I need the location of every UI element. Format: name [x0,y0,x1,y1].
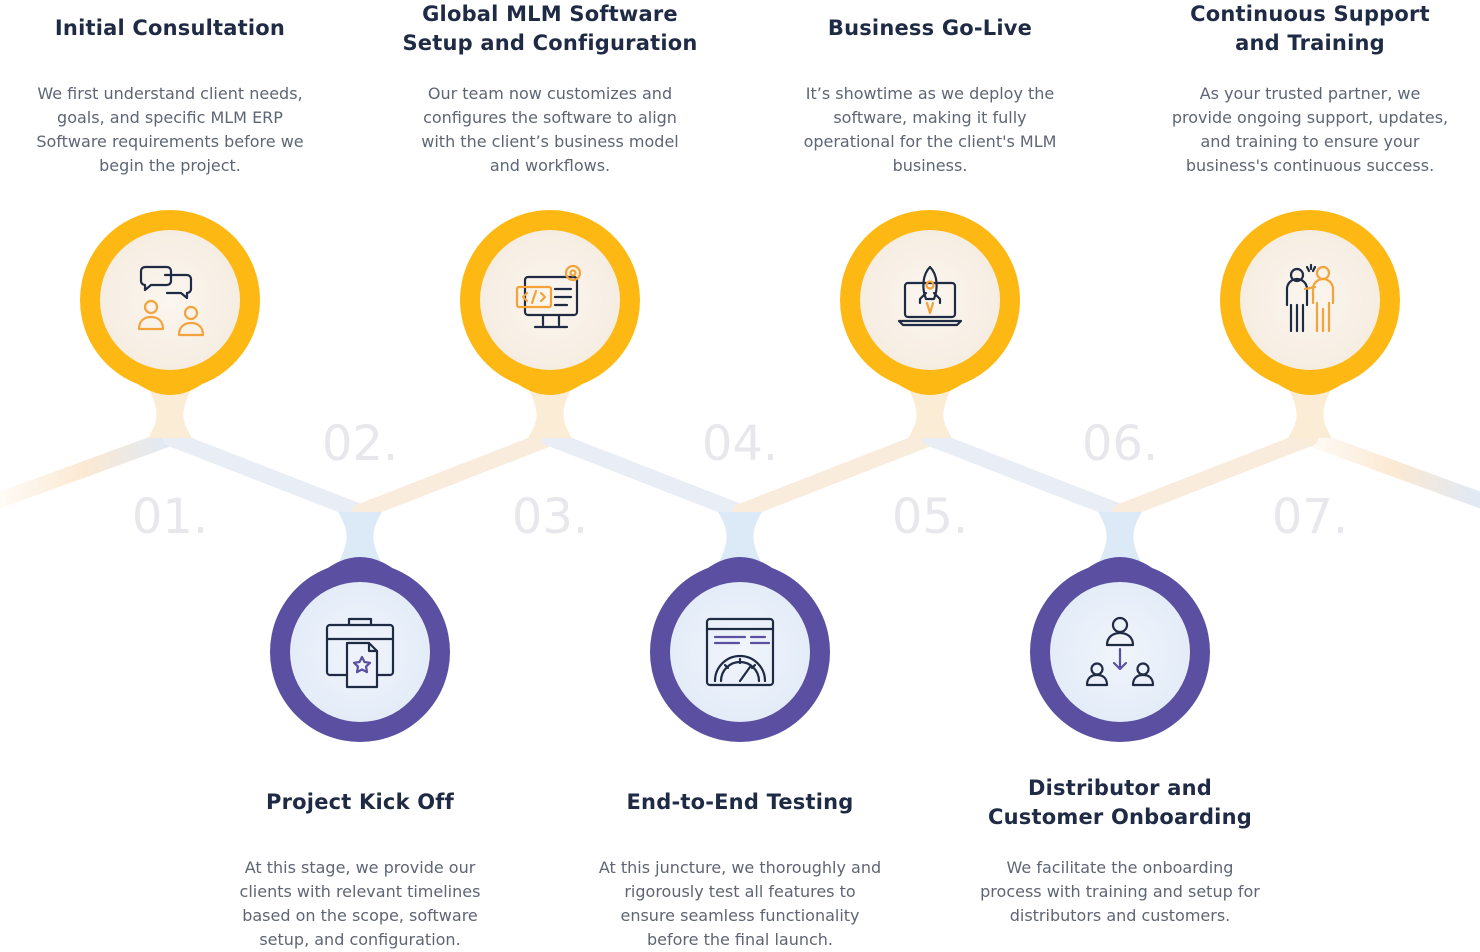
step-description-line: business. [892,156,968,175]
step-description-line: setup, and configuration. [259,930,461,949]
timeline-connector-segment [0,430,178,508]
step-description: At this stage, we provide our clients wit… [210,856,510,952]
step-number: 05. [892,489,968,545]
step-description-line: As your trusted partner, we [1199,84,1421,103]
step-number: 04. [702,416,778,472]
step-description-line: and training to ensure your [1200,132,1420,151]
speedometer-window-icon [705,617,775,687]
step-node-7 [1220,210,1400,395]
node-stem [1094,512,1146,572]
node-inner [100,230,240,370]
step-title-line: Customer Onboarding [988,805,1252,829]
node-inner [1240,230,1380,370]
step-node-2 [270,557,450,742]
node-stem [904,380,956,438]
step-title-line: Continuous Support [1190,2,1430,26]
step-description-line: goals, and specific MLM ERP [57,108,283,127]
step-description-line: with the client’s business model [421,132,679,151]
step-title-line: Business Go-Live [827,16,1033,40]
node-inner [670,582,810,722]
step-title-line: Distributor and [1028,776,1212,800]
step-text-2: Project Kick Off At this stage, we provid… [210,788,510,952]
step-node-4 [650,557,830,742]
step-description-line: before the final launch. [646,930,834,949]
consultation-chat-icon [137,265,205,337]
step-description-line: and workflows. [489,156,611,175]
step-node-3 [460,210,640,395]
step-description-line: business's continuous success. [1185,156,1435,175]
step-title-line: Project Kick Off [266,790,454,814]
support-people-icon [1285,263,1335,333]
step-text-4: End-to-End Testing At this juncture, we t… [590,788,890,952]
node-stem [144,380,196,438]
step-description-line: At this stage, we provide our [244,858,476,877]
step-node-5 [840,210,1020,395]
step-text-7: Continuous Support and Training As your tr… [1160,0,1460,178]
node-stem [1284,380,1336,438]
step-description-line: based on the scope, software [242,906,478,925]
step-title: Project Kick Off [210,788,510,817]
briefcase-document-icon [325,617,395,689]
step-number: 07. [1272,489,1348,545]
step-description-line: distributors and customers. [1009,906,1231,925]
step-description-line: Software requirements before we [36,132,304,151]
step-description-line: At this juncture, we thoroughly and [598,858,882,877]
node-stem [334,512,386,572]
timeline-connector-segment [1112,430,1318,520]
step-description: We facilitate the onboarding process with… [970,856,1270,928]
step-description-line: configures the software to align [423,108,677,127]
laptop-rocket-icon [897,265,963,327]
step-description-line: Our team now customizes and [427,84,673,103]
step-description: At this juncture, we thoroughly and rigor… [590,856,890,952]
step-description-line: clients with relevant timelines [239,882,481,901]
step-description: As your trusted partner, we provide ongoi… [1160,82,1460,178]
step-title: End-to-End Testing [590,788,890,817]
monitor-code-gear-icon [515,264,582,329]
step-description-line: It’s showtime as we deploy the [805,84,1055,103]
step-number: 02. [322,416,398,472]
timeline-connector-segment [352,430,558,520]
step-title-line: and Training [1235,31,1385,55]
step-title: Initial Consultation [20,14,320,43]
step-title-line: Global MLM Software [422,2,678,26]
node-stem [524,380,576,438]
user-distribution-icon [1085,616,1155,687]
step-title: Business Go-Live [780,14,1080,43]
step-number: 01. [132,489,208,545]
step-description-line: operational for the client's MLM [803,132,1057,151]
step-description-line: rigorously test all features to [624,882,856,901]
step-description-line: process with training and setup for [980,882,1260,901]
step-description-line: We facilitate the onboarding [1006,858,1234,877]
node-stem [714,512,766,572]
step-node-6 [1030,557,1210,742]
step-title-line: Setup and Configuration [402,31,698,55]
timeline-connector-segment [542,430,748,520]
step-description: Our team now customizes and configures th… [400,82,700,178]
step-node-1 [80,210,260,395]
step-text-1: Initial Consultation We first understand … [20,14,320,178]
step-description-line: We first understand client needs, [37,84,303,103]
step-description-line: begin the project. [99,156,241,175]
step-title-line: End-to-End Testing [626,790,854,814]
step-number: 03. [512,489,588,545]
step-description-line: ensure seamless functionality [620,906,860,925]
step-title-line: Initial Consultation [54,16,286,40]
step-description-line: software, making it fully [833,108,1027,127]
step-description: We first understand client needs, goals, … [20,82,320,178]
timeline-connector-segment [922,430,1128,520]
step-description-line: provide ongoing support, updates, [1171,108,1449,127]
timeline-connector-segment [162,430,368,520]
step-number: 06. [1082,416,1158,472]
timeline-connector-segment [732,430,938,520]
step-description: It’s showtime as we deploy the software, … [780,82,1080,178]
step-title: Continuous Support and Training [1160,0,1460,58]
timeline-connector-segment [1302,430,1480,508]
